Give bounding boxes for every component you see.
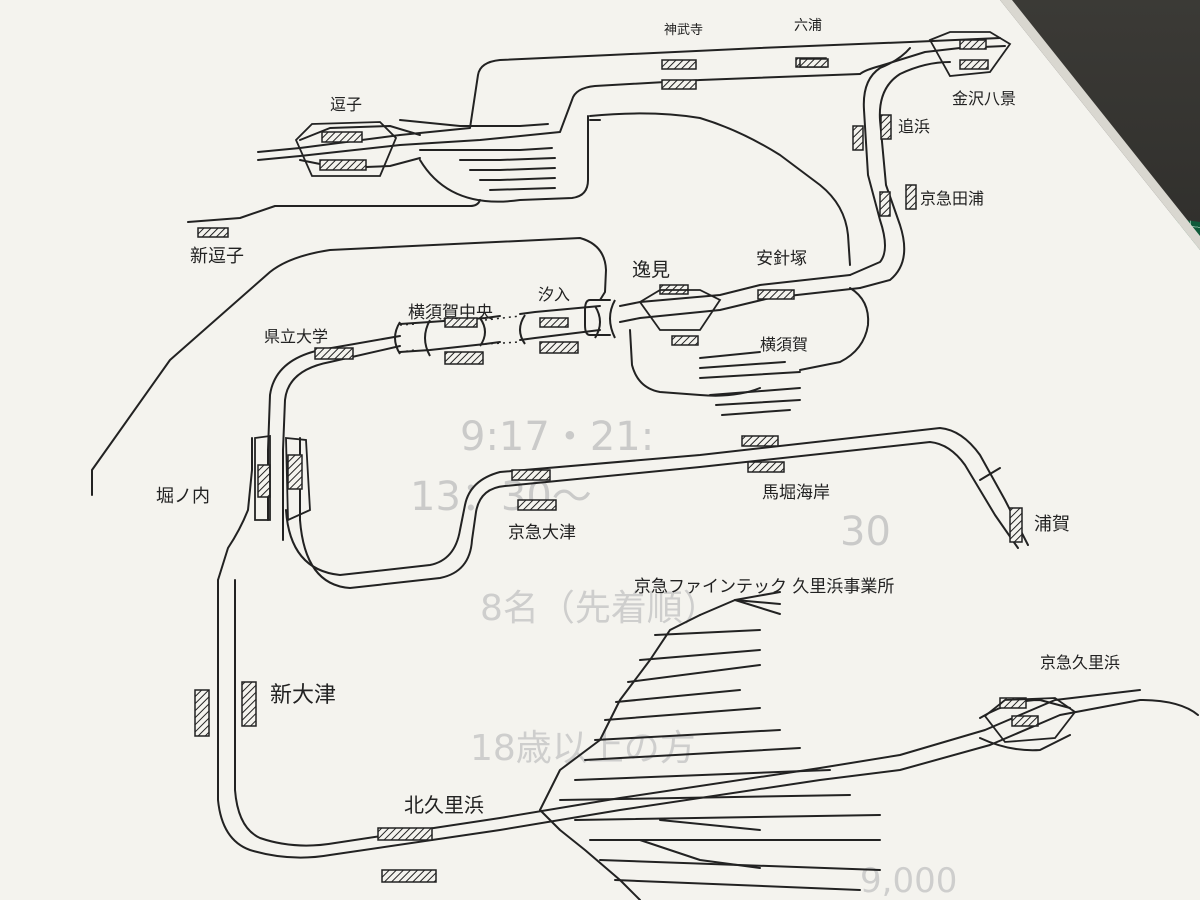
- label-zushi: 逗子: [330, 95, 362, 114]
- label-keikyu-otsu: 京急大津: [508, 523, 576, 543]
- platform: [319, 159, 367, 171]
- background-print: 9:17・21: 13：30～ 30 8名（先着順） 18歳以上の方 9,000: [410, 414, 957, 900]
- platform: [1011, 715, 1039, 727]
- track-finetech-fan: [539, 614, 701, 811]
- platform: [1009, 507, 1023, 543]
- platform: [314, 347, 354, 360]
- platform: [671, 335, 699, 346]
- platform: [377, 827, 433, 841]
- platforms: [194, 39, 1039, 883]
- platform: [852, 125, 864, 151]
- label-yokosuka-chuo: 横須賀中央: [408, 303, 493, 323]
- tunnel-dots: [399, 315, 521, 353]
- svg-text:13：30～: 13：30～: [410, 474, 592, 520]
- label-shioiri: 汐入: [538, 285, 570, 304]
- platform: [880, 114, 892, 140]
- kanazawa-station-outline: [928, 31, 1012, 77]
- label-anjinzuka: 安針塚: [756, 249, 807, 269]
- station-outlines: [254, 31, 1077, 743]
- label-keikyu-taura: 京急田浦: [920, 189, 984, 208]
- label-oppama: 追浜: [898, 117, 930, 136]
- track-keikyu-main-b: [849, 47, 911, 276]
- hemi-station-outline: [638, 289, 722, 331]
- label-kitakurihama: 北久里浜: [404, 793, 484, 817]
- label-yokosuka-depot: 横須賀: [760, 335, 808, 354]
- platform: [197, 227, 229, 238]
- track-kurihama-a: [217, 579, 1199, 859]
- platform: [539, 341, 579, 354]
- svg-text:8名（先着順）: 8名（先着順）: [480, 588, 719, 629]
- platform: [194, 689, 210, 737]
- platform: [257, 464, 271, 498]
- platform: [879, 191, 891, 217]
- svg-text:30: 30: [840, 509, 891, 555]
- platform: [905, 184, 917, 210]
- label-jinmuji: 神武寺: [664, 23, 703, 38]
- svg-text:9:17・21:: 9:17・21:: [460, 414, 654, 460]
- label-maborikaigan: 馬堀海岸: [762, 483, 830, 503]
- platform: [741, 435, 779, 447]
- svg-text:18歳以上の方: 18歳以上の方: [470, 728, 696, 769]
- track-uraga-line-b: [299, 441, 1019, 589]
- label-kenritsu-daigaku: 県立大学: [264, 327, 328, 346]
- track-zushi-branch-b: [257, 73, 861, 161]
- label-shin-zushi: 新逗子: [190, 246, 244, 267]
- platform: [539, 317, 569, 328]
- label-kanazawa-hakkei: 金沢八景: [952, 89, 1016, 108]
- platform: [959, 59, 989, 70]
- platform: [799, 58, 829, 68]
- platform: [444, 317, 478, 328]
- platform: [959, 39, 987, 50]
- station-labels: 逗子 神武寺 六浦 金沢八景 追浜 京急田浦 新逗子 安針塚 逸見 汐入 横須賀…: [156, 18, 1120, 817]
- kurihama-station-outline: [983, 697, 1077, 743]
- track-main-lower: [619, 287, 861, 323]
- track-keikyu-main-c: [859, 61, 951, 289]
- label-keikyu-kurihama: 京急久里浜: [1040, 653, 1120, 672]
- platform: [661, 79, 697, 90]
- platform: [517, 499, 557, 511]
- label-shin-otsu: 新大津: [270, 683, 336, 708]
- track-kurihama-b: [234, 579, 1141, 847]
- platform: [287, 454, 303, 490]
- label-hemi: 逸見: [632, 259, 670, 281]
- label-uraga: 浦賀: [1034, 514, 1070, 535]
- track-zushi-branch-a: [257, 37, 1001, 153]
- platform: [511, 469, 551, 481]
- track-keikyu-main-a: [859, 45, 1006, 75]
- label-fine-tech: 京急ファインテック 久里浜事業所: [634, 577, 894, 597]
- platform: [381, 869, 437, 883]
- label-mutsuura: 六浦: [794, 18, 822, 34]
- horinouchi-station-outline: [254, 434, 271, 521]
- tunnel-arcs: [394, 299, 616, 357]
- zushi-station-outline: [294, 121, 398, 177]
- tracks: [91, 37, 1199, 900]
- label-horinouchi: 堀ノ内: [156, 486, 210, 507]
- platform: [661, 59, 697, 70]
- paper-shadow-edge: [1000, 0, 1200, 250]
- platform: [747, 461, 785, 473]
- track-main-upper: [619, 274, 851, 307]
- platform: [757, 289, 795, 300]
- platform: [241, 681, 257, 727]
- track-shin-zushi: [187, 199, 481, 223]
- platform: [321, 131, 363, 143]
- horinouchi-station-outline-b: [285, 437, 311, 522]
- svg-text:9,000: 9,000: [860, 861, 957, 900]
- platform: [444, 351, 484, 365]
